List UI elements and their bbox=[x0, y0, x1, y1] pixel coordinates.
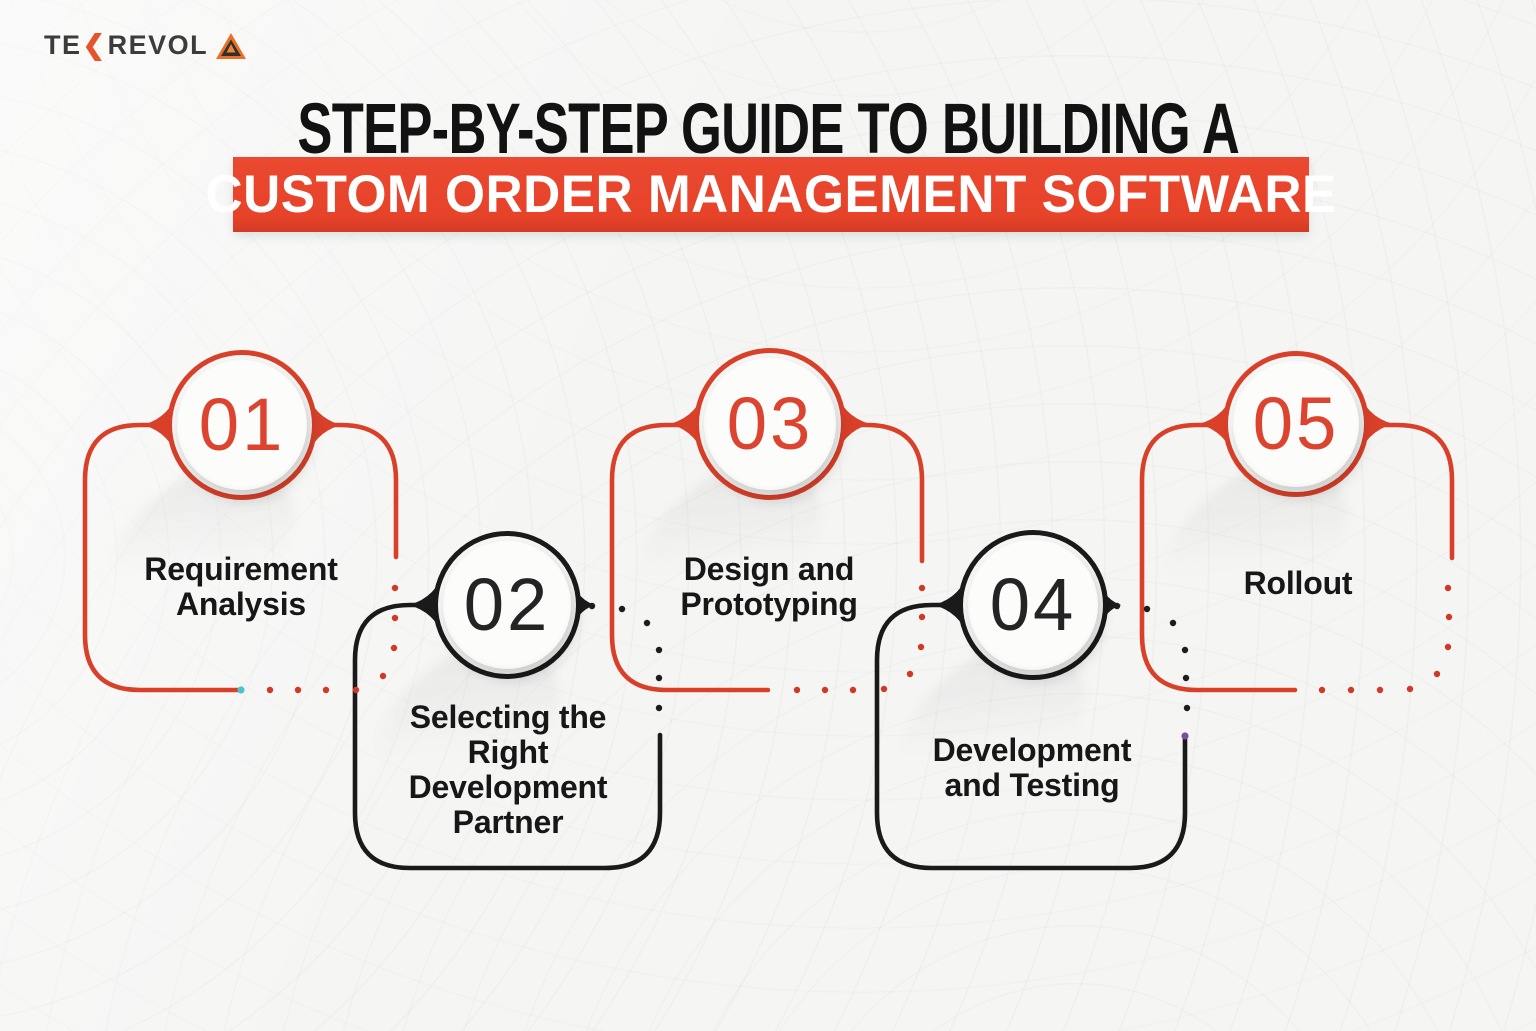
step-3-number: 03 bbox=[726, 382, 814, 465]
step-2-circle-disc bbox=[443, 541, 571, 669]
step1-outline-right bbox=[310, 422, 399, 560]
step-5-label: Rollout bbox=[1243, 565, 1353, 601]
step-2-circle: 02 bbox=[433, 531, 581, 679]
title-banner-text: CUSTOM ORDER MANAGEMENT SOFTWARE bbox=[205, 165, 1337, 224]
step-1-label: Requirement Analysis bbox=[144, 551, 338, 622]
step-4-number: 04 bbox=[989, 563, 1077, 646]
page-title: STEP-BY-STEP GUIDE TO BUILDING A bbox=[0, 94, 1536, 165]
step5-outline-left bbox=[1139, 422, 1298, 693]
black-dots bbox=[588, 602, 1191, 712]
black-fillets bbox=[409, 568, 1121, 642]
step5-outline-right bbox=[1362, 422, 1455, 561]
step1-outline-left bbox=[82, 422, 243, 693]
step-5-number: 05 bbox=[1252, 382, 1340, 465]
step-5-circle: 05 bbox=[1223, 351, 1369, 497]
step-5-circle-disc bbox=[1233, 361, 1359, 487]
logo-text-pre: TE bbox=[44, 30, 82, 60]
step-1-circle: 01 bbox=[167, 350, 317, 500]
logo-wordmark: TE❮REVOL bbox=[44, 32, 208, 59]
step4-outline bbox=[874, 602, 1188, 871]
logo-k-chevron-icon: ❮ bbox=[82, 30, 107, 60]
step-4-label: Development and Testing bbox=[932, 732, 1132, 803]
step-4-circle-disc bbox=[968, 540, 1098, 670]
page-title-text: STEP-BY-STEP GUIDE TO BUILDING A bbox=[297, 90, 1239, 169]
title-banner: CUSTOM ORDER MANAGEMENT SOFTWARE bbox=[205, 157, 1336, 232]
brand-logo: TE❮REVOL bbox=[44, 32, 247, 59]
logo-text-post: REVOL bbox=[107, 30, 209, 60]
step-3-circle: 03 bbox=[694, 348, 846, 500]
logo-triangle-icon bbox=[216, 32, 247, 59]
step-1-circle-disc bbox=[177, 360, 307, 490]
step-2-number: 02 bbox=[463, 563, 551, 646]
purple-endcap bbox=[1181, 732, 1189, 740]
step3-outline-left bbox=[609, 422, 771, 693]
step-2-label: Selecting the Right Development Partner bbox=[408, 699, 608, 840]
step-1-number: 01 bbox=[198, 383, 286, 466]
step2-outline bbox=[352, 602, 663, 871]
step-4-circle: 04 bbox=[958, 530, 1108, 680]
step3-outline-right bbox=[839, 422, 925, 564]
red-dots bbox=[266, 584, 1453, 694]
step-3-circle-disc bbox=[704, 358, 836, 490]
red-fillets bbox=[143, 387, 1393, 462]
cyan-endcap bbox=[237, 686, 245, 694]
step-3-label: Design and Prototyping bbox=[680, 551, 858, 622]
